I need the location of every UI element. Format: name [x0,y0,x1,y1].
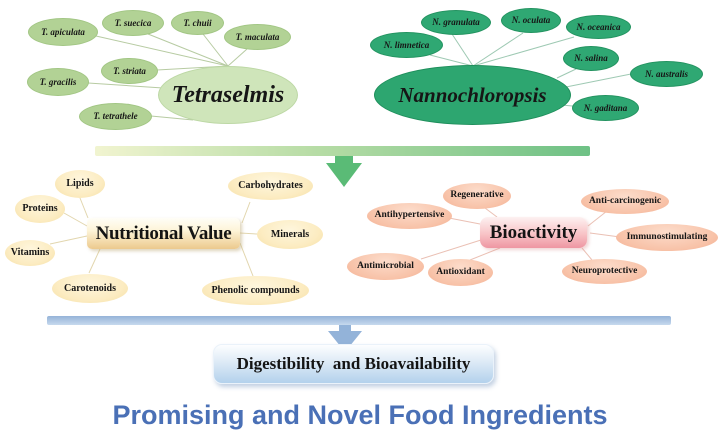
bioactivity-box: Bioactivity [480,217,587,248]
species-ellipse-t-striata: T. striata [101,58,158,84]
green-flow-bar [95,146,590,156]
component-ellipse-carbohydrates: Carbohydrates [228,172,313,200]
component-ellipse-carotenoids: Carotenoids [52,274,128,303]
activity-ellipse-antimicrobial: Antimicrobial [347,253,424,280]
species-ellipse-t-maculata: T. maculata [224,24,291,50]
blue-down-arrow-icon [328,325,362,352]
nutritional-value-box: Nutritional Value [87,218,240,249]
component-ellipse-vitamins: Vitamins [5,240,55,266]
species-ellipse-n-limnetica: N. limnetica [370,32,443,58]
bioactivity-connector-lines [420,207,621,261]
digestibility-bioavailability-box: Digestibility and Bioavailability [213,344,494,384]
component-ellipse-proteins: Proteins [15,195,65,223]
component-ellipse-minerals: Minerals [257,220,323,249]
species-ellipse-n-granulata: N. granulata [421,10,491,35]
species-ellipse-t-suecica: T. suecica [102,10,164,36]
nannochloropsis-genus-ellipse: Nannochloropsis [374,65,571,125]
tetraselmis-genus-ellipse: Tetraselmis [158,66,298,124]
species-ellipse-t-chuii: T. chuii [171,11,224,35]
species-ellipse-t-apiculata: T. apiculata [28,18,98,46]
activity-ellipse-anti-carcinogenic: Anti-carcinogenic [581,189,669,214]
activity-ellipse-immunostimulating: Immunostimulating [616,224,718,251]
component-ellipse-lipids: Lipids [55,170,105,198]
blue-flow-bar [47,316,671,325]
component-ellipse-phenolic-compounds: Phenolic compounds [202,276,309,305]
activity-ellipse-antihypertensive: Antihypertensive [367,203,452,229]
species-ellipse-n-australis: N. australis [630,61,703,87]
green-down-arrow-icon [326,156,362,187]
activity-ellipse-neuroprotective: Neuroprotective [562,259,647,284]
diagram-title: Promising and Novel Food Ingredients [112,400,608,430]
activity-ellipse-antioxidant: Antioxidant [428,259,493,286]
species-ellipse-n-oculata: N. oculata [501,8,561,33]
species-ellipse-n-oceanica: N. oceanica [566,15,631,39]
nutritional-connector-lines [49,197,258,277]
species-ellipse-n-salina: N. salina [563,46,619,71]
species-ellipse-t-tetrathele: T. tetrathele [79,103,152,130]
species-ellipse-t-gracilis: T. gracilis [27,68,89,96]
activity-ellipse-regenerative: Regenerative [443,183,511,209]
species-ellipse-n-gaditana: N. gaditana [572,95,639,121]
